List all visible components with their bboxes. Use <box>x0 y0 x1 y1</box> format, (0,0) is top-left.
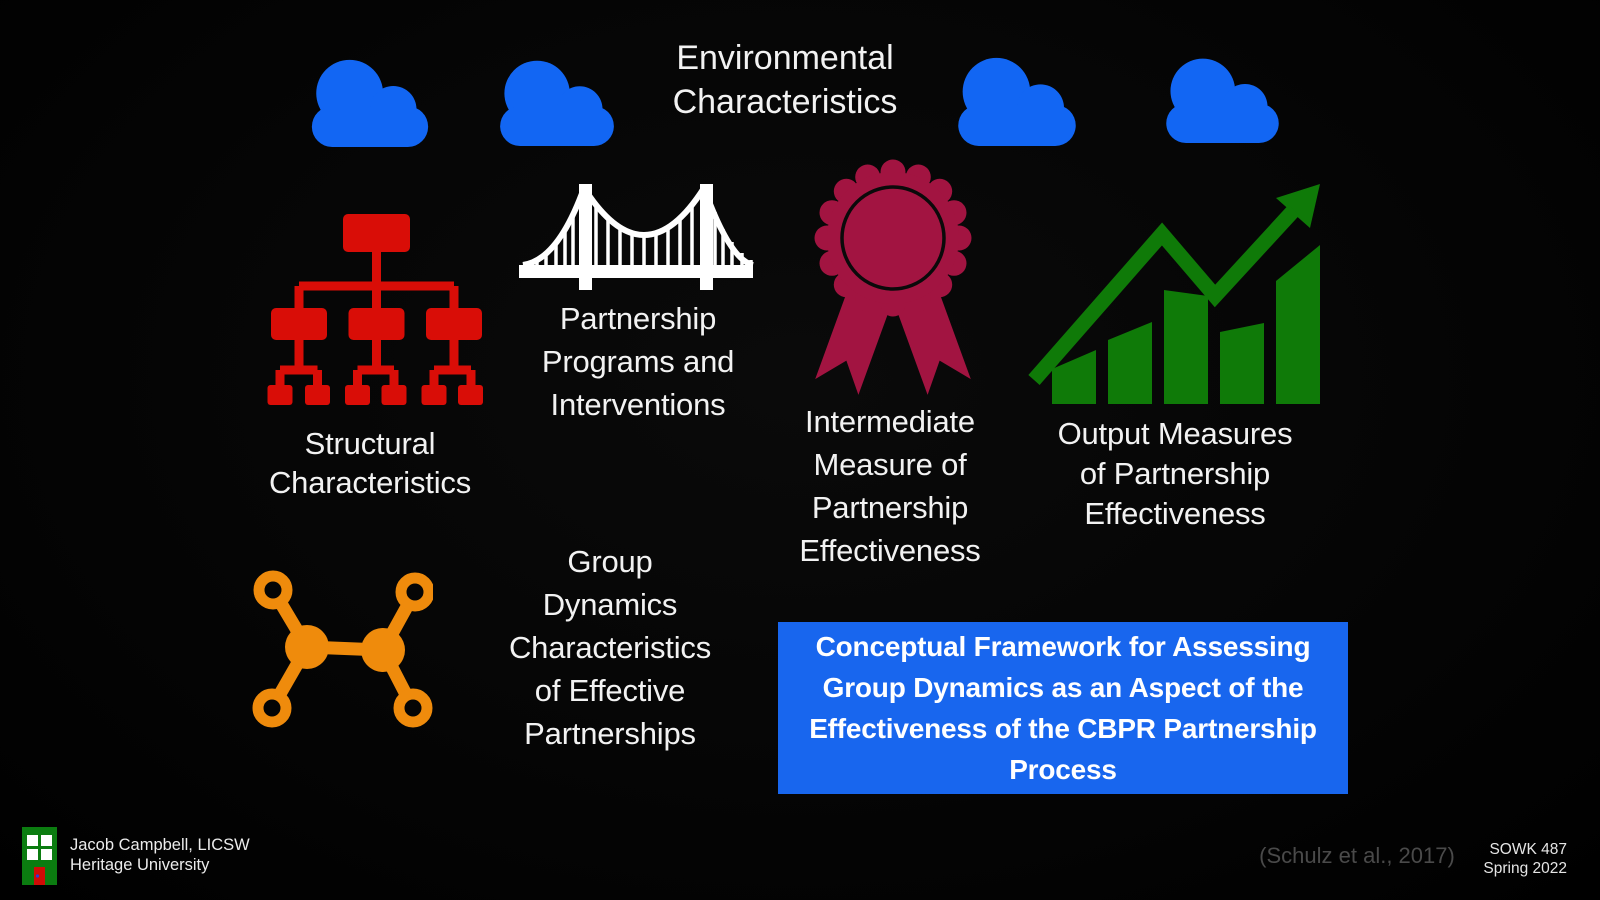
cloud-icon <box>1150 53 1295 143</box>
cloud-icon <box>295 54 445 147</box>
award-ribbon-icon <box>814 159 972 395</box>
structural-characteristics-label: Structural Characteristics <box>269 426 471 500</box>
intermediate-measure-label: Intermediate Measure of Partnership Effe… <box>799 404 981 568</box>
bridge-icon <box>519 184 754 290</box>
building-logo-icon <box>22 827 57 885</box>
output-measures-label: Output Measures of Partnership Effective… <box>1057 416 1293 531</box>
environmental-characteristics-label: Environmental Characteristics <box>672 39 898 121</box>
partnership-programs-label: Partnership Programs and Interventions <box>541 301 735 422</box>
group-dynamics-label: Group Dynamics Characteristics of Effect… <box>509 544 711 751</box>
org-chart-icon <box>267 214 483 405</box>
author-credit: Jacob Campbell, LICSW Heritage Universit… <box>70 836 250 874</box>
molecule-icon <box>252 570 433 728</box>
growth-chart-icon <box>1028 184 1320 404</box>
citation-text: (Schulz et al., 2017) <box>1259 843 1455 868</box>
conceptual-framework-box: Conceptual Framework for Assessing Group… <box>778 622 1348 794</box>
conceptual-framework-text: Conceptual Framework for Assessing Group… <box>809 631 1317 785</box>
course-info: SOWK 487 Spring 2022 <box>1483 841 1567 877</box>
